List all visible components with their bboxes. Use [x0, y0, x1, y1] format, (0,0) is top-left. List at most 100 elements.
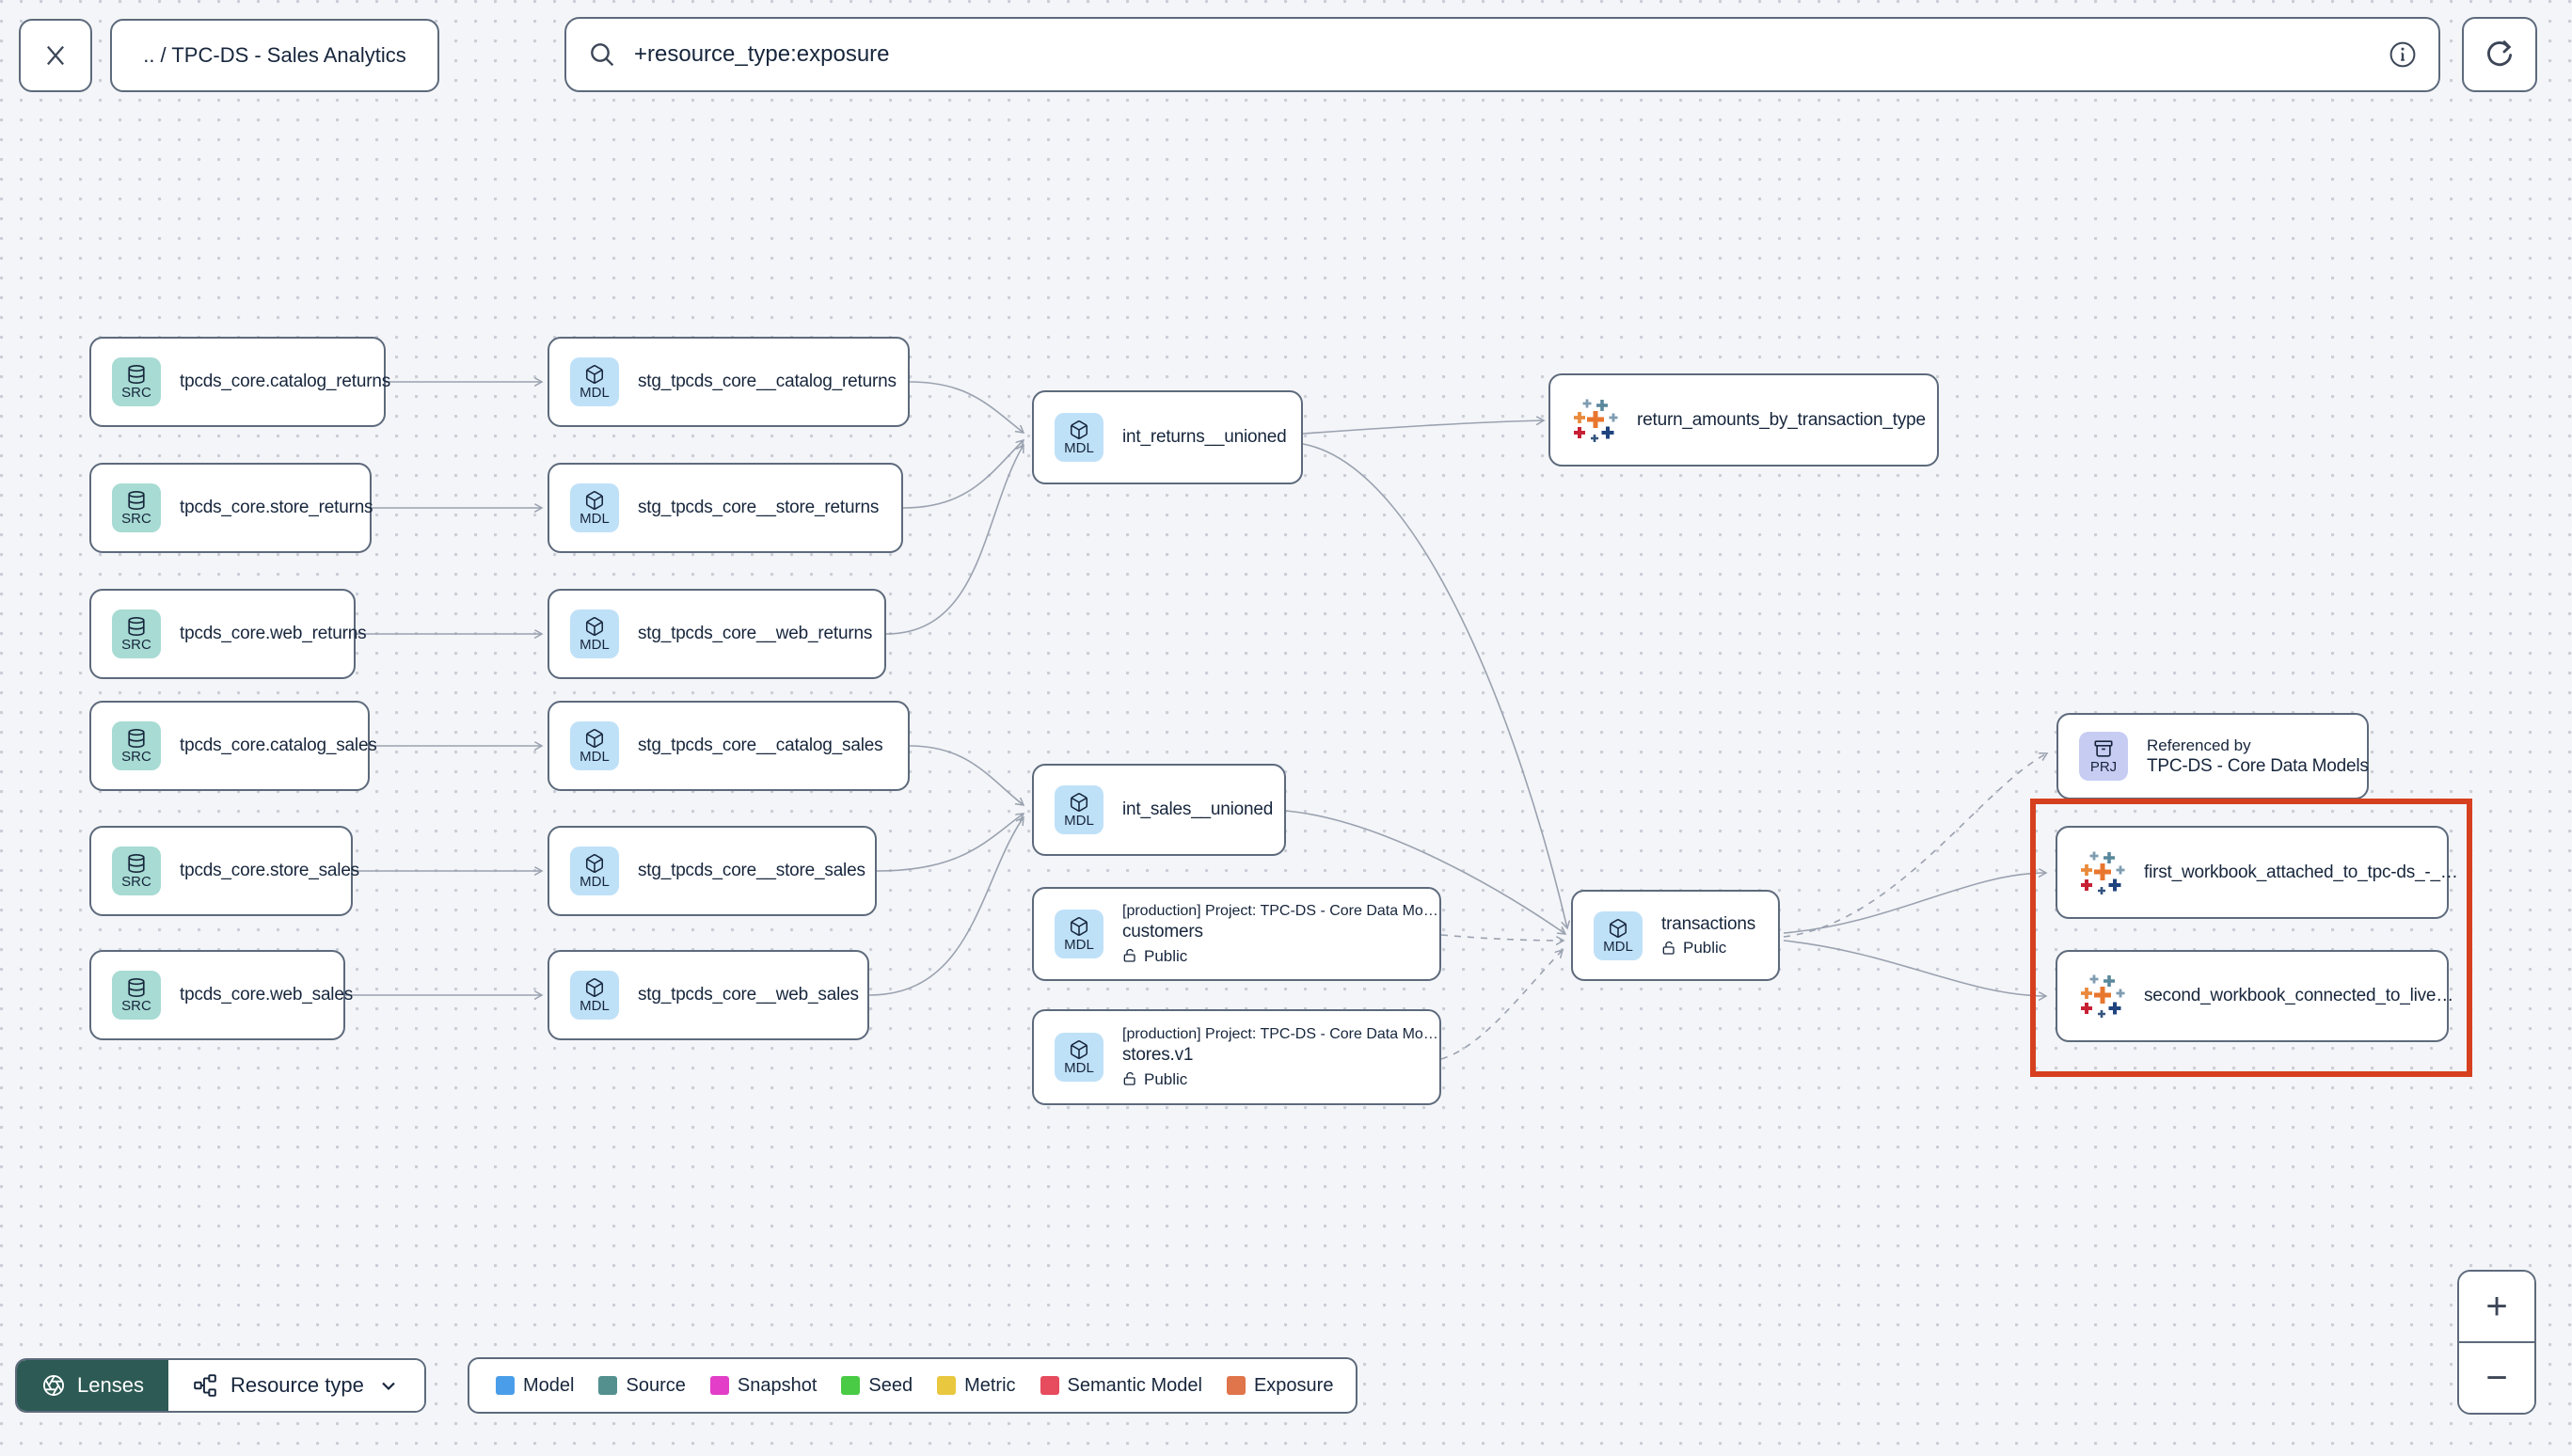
- node-title: tpcds_core.store_sales: [180, 861, 359, 880]
- lenses-icon: [41, 1373, 66, 1398]
- legend-swatch-metric: [937, 1376, 957, 1395]
- node-title: int_sales__unioned: [1122, 799, 1274, 819]
- legend-item-snapshot: Snapshot: [709, 1375, 817, 1397]
- node-stg-web-sales[interactable]: MDL stg_tpcds_core__web_sales: [548, 950, 869, 1040]
- legend-item-semantic-model: Semantic Model: [1040, 1375, 1202, 1397]
- node-transactions[interactable]: MDL transactions Public: [1571, 890, 1780, 981]
- database-icon: [126, 490, 147, 511]
- resource-type-button[interactable]: Resource type: [167, 1360, 424, 1411]
- project-tile: PRJ: [2079, 732, 2128, 781]
- node-stg-store-sales[interactable]: MDL stg_tpcds_core__store_sales: [548, 826, 877, 916]
- zoom-controls: + −: [2457, 1270, 2536, 1415]
- access-row: Public: [1122, 946, 1419, 966]
- search-info-button[interactable]: [2388, 40, 2418, 70]
- legend-swatch-semantic-model: [1040, 1376, 1059, 1395]
- cube-icon: [1069, 1039, 1089, 1060]
- cube-icon: [1069, 792, 1089, 813]
- search-bar[interactable]: [564, 17, 2440, 92]
- lenses-button[interactable]: Lenses: [17, 1360, 168, 1411]
- source-tile: SRC: [112, 483, 161, 532]
- legend-swatch-exposure: [1226, 1376, 1246, 1395]
- close-button[interactable]: [19, 19, 92, 92]
- close-icon: [41, 41, 70, 70]
- node-workbook-second[interactable]: second_workbook_connected_to_live…: [2056, 950, 2453, 1042]
- cube-icon: [584, 364, 605, 385]
- breadcrumb[interactable]: .. / TPC-DS - Sales Analytics: [110, 19, 439, 92]
- node-stg-store-returns[interactable]: MDL stg_tpcds_core__store_returns: [548, 463, 903, 553]
- model-tile: MDL: [570, 357, 619, 406]
- legend: Model Source Snapshot Seed Metric Semant…: [468, 1357, 1357, 1414]
- model-tile: MDL: [570, 483, 619, 532]
- node-title: stores.v1: [1122, 1045, 1194, 1065]
- node-title: tpcds_core.catalog_returns: [180, 372, 390, 391]
- cube-icon: [584, 977, 605, 998]
- node-title: stg_tpcds_core__catalog_returns: [638, 372, 897, 391]
- exposure-icon: [2078, 849, 2125, 896]
- node-referenced-by-project[interactable]: PRJ Referenced by TPC-DS - Core Data Mod…: [2056, 713, 2369, 799]
- access-row: Public: [1122, 1069, 1419, 1089]
- legend-item-source: Source: [598, 1375, 686, 1397]
- node-src-web-returns[interactable]: SRC tpcds_core.web_returns: [89, 589, 367, 679]
- database-icon: [126, 977, 147, 998]
- node-src-store-sales[interactable]: SRC tpcds_core.store_sales: [89, 826, 359, 916]
- model-tile: MDL: [570, 609, 619, 658]
- source-tile: SRC: [112, 721, 161, 770]
- node-int-sales-unioned[interactable]: MDL int_sales__unioned: [1032, 764, 1286, 856]
- model-tile: MDL: [1594, 910, 1643, 960]
- node-title: stg_tpcds_core__web_sales: [638, 985, 859, 1005]
- zoom-in-button[interactable]: +: [2459, 1272, 2534, 1341]
- node-title: TPC-DS - Core Data Models: [2147, 755, 2369, 776]
- node-title: stg_tpcds_core__web_returns: [638, 624, 873, 643]
- legend-swatch-snapshot: [709, 1376, 729, 1395]
- node-stg-web-returns[interactable]: MDL stg_tpcds_core__web_returns: [548, 589, 886, 679]
- search-input[interactable]: [632, 40, 2373, 69]
- model-tile: MDL: [1055, 413, 1103, 462]
- cube-icon: [584, 853, 605, 874]
- node-title: tpcds_core.store_returns: [180, 498, 373, 517]
- zoom-out-icon: −: [2485, 1356, 2508, 1399]
- database-icon: [126, 364, 147, 385]
- cube-icon: [584, 616, 605, 637]
- resource-type-label: Resource type: [230, 1373, 364, 1397]
- lock-open-icon: [1661, 941, 1676, 956]
- refresh-icon: [2484, 39, 2516, 71]
- zoom-out-button[interactable]: −: [2459, 1341, 2534, 1413]
- refresh-button[interactable]: [2462, 17, 2537, 92]
- node-stores-v1[interactable]: MDL [production] Project: TPC-DS - Core …: [1032, 1009, 1441, 1105]
- node-workbook-first[interactable]: first_workbook_attached_to_tpc-ds_-_…: [2056, 826, 2458, 919]
- exposure-icon: [2078, 973, 2125, 1020]
- node-stg-catalog-sales[interactable]: MDL stg_tpcds_core__catalog_sales: [548, 701, 910, 791]
- footer-controls: Lenses Resource type: [15, 1358, 426, 1413]
- model-tile: MDL: [1055, 910, 1103, 958]
- node-int-returns-unioned[interactable]: MDL int_returns__unioned: [1032, 390, 1303, 484]
- cube-icon: [1608, 918, 1628, 939]
- node-title: transactions: [1661, 913, 1756, 934]
- node-title: stg_tpcds_core__store_sales: [638, 861, 865, 880]
- legend-swatch-seed: [841, 1376, 861, 1395]
- node-title: customers: [1122, 922, 1203, 942]
- zoom-in-icon: +: [2485, 1285, 2508, 1327]
- node-exposure-return-amounts[interactable]: return_amounts_by_transaction_type: [1548, 373, 1939, 467]
- cube-icon: [584, 490, 605, 511]
- breadcrumb-label: .. / TPC-DS - Sales Analytics: [143, 43, 406, 67]
- node-src-catalog-sales[interactable]: SRC tpcds_core.catalog_sales: [89, 701, 377, 791]
- exposure-icon: [1571, 397, 1618, 444]
- node-src-web-sales[interactable]: SRC tpcds_core.web_sales: [89, 950, 353, 1040]
- node-stg-catalog-returns[interactable]: MDL stg_tpcds_core__catalog_returns: [548, 337, 910, 427]
- legend-swatch-model: [496, 1376, 515, 1395]
- lock-open-icon: [1122, 1071, 1137, 1086]
- project-icon: [2093, 738, 2114, 759]
- legend-item-seed: Seed: [841, 1375, 913, 1397]
- node-customers[interactable]: MDL [production] Project: TPC-DS - Core …: [1032, 887, 1441, 981]
- node-src-store-returns[interactable]: SRC tpcds_core.store_returns: [89, 463, 373, 553]
- model-tile: MDL: [1055, 1033, 1103, 1082]
- cube-icon: [1069, 916, 1089, 937]
- cube-icon: [1069, 419, 1089, 440]
- source-tile: SRC: [112, 357, 161, 406]
- node-title: tpcds_core.web_returns: [180, 624, 367, 643]
- node-project-context: [production] Project: TPC-DS - Core Data…: [1122, 903, 1438, 919]
- node-src-catalog-returns[interactable]: SRC tpcds_core.catalog_returns: [89, 337, 390, 427]
- info-icon: [2388, 40, 2418, 70]
- legend-item-model: Model: [496, 1375, 574, 1397]
